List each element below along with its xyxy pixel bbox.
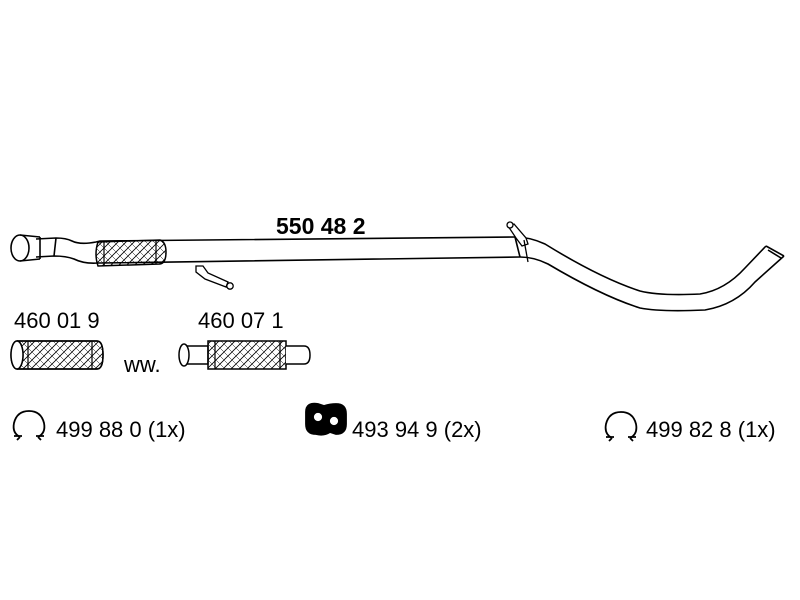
rubber-hanger-icon (305, 402, 347, 436)
integrated-flex-section (95, 239, 167, 267)
hanger-rod-left (195, 265, 234, 290)
flex-pipe-number: 460 07 1 (198, 308, 284, 333)
flex-pipe-460071 (178, 340, 311, 370)
main-part-number: 550 48 2 (276, 213, 366, 239)
flex-pipe-number: 460 01 9 (14, 308, 100, 333)
mount-label: 499 82 8 (1x) (646, 417, 776, 442)
mount-label: 493 94 9 (2x) (352, 417, 482, 442)
hanger-rod-right (506, 221, 529, 263)
mount-label: 499 88 0 (1x) (56, 417, 186, 442)
clamp-icon (12, 410, 46, 441)
clamp-icon (604, 411, 638, 442)
flex-pipe-460019 (10, 340, 104, 370)
main-exhaust-pipe (10, 234, 785, 312)
alternative-label: ww. (124, 352, 161, 377)
